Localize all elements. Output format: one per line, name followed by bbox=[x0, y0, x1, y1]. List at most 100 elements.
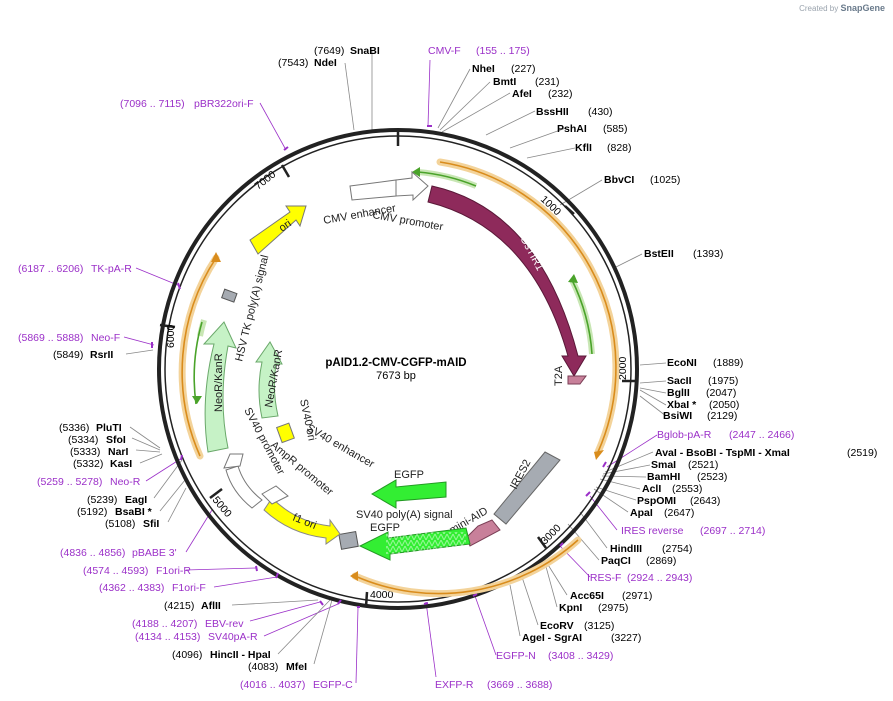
bglob-pa-r-primer-label[interactable]: Bglob-pA-R bbox=[657, 429, 712, 441]
ires-reverse-primer-range: (2697 .. 2714) bbox=[700, 525, 765, 537]
ebv-rev-primer-range: (4188 .. 4207) bbox=[132, 618, 197, 630]
econi-label[interactable]: EcoNI bbox=[667, 357, 697, 369]
nhei-label[interactable]: NheI bbox=[472, 63, 495, 75]
apai-label[interactable]: ApaI bbox=[630, 507, 653, 519]
mfei-label[interactable]: MfeI bbox=[286, 661, 307, 673]
bsshii-label[interactable]: BssHII bbox=[536, 106, 569, 118]
paqci-label[interactable]: PaqCI bbox=[601, 555, 631, 567]
cmv-enhancer-arrow[interactable] bbox=[349, 179, 397, 201]
bsteii-label[interactable]: BstEII bbox=[644, 248, 674, 260]
pluti-position: (5336) bbox=[59, 422, 89, 434]
exfp-r-primer-range: (3669 .. 3688) bbox=[487, 679, 552, 691]
tick-label-2000: 2000 bbox=[617, 356, 629, 380]
kasi-label[interactable]: KasI bbox=[110, 458, 132, 470]
credit-prefix: Created by bbox=[799, 4, 839, 13]
orange-arc-cds-bottom bbox=[354, 539, 579, 595]
green-arc-arrow-3 bbox=[192, 396, 202, 404]
hincii-hpai-label[interactable]: HincII - HpaI bbox=[210, 649, 271, 661]
afei-label[interactable]: AfeI bbox=[512, 88, 532, 100]
ecorv-label[interactable]: EcoRV bbox=[540, 620, 574, 632]
credit-brand: SnapGene bbox=[840, 3, 885, 13]
egfp-inner-arrow[interactable] bbox=[371, 479, 447, 509]
neo-r-primer-range: (5259 .. 5278) bbox=[37, 476, 102, 488]
t2a-arrow[interactable] bbox=[567, 375, 587, 385]
hincii-position: (4096) bbox=[172, 649, 202, 661]
nhei-position: (227) bbox=[511, 63, 536, 75]
avai-bsobi-tspmi-xmai-label[interactable]: AvaI - BsoBI - TspMI - XmaI bbox=[655, 447, 790, 459]
hindiii-label[interactable]: HindIII bbox=[610, 543, 642, 555]
smai-position: (2521) bbox=[688, 459, 718, 471]
hsv-tk-polya-box[interactable] bbox=[221, 288, 238, 303]
egfp-n-primer-label[interactable]: EGFP-N bbox=[496, 650, 536, 662]
tk-pa-r-primer-label[interactable]: TK-pA-R bbox=[91, 263, 132, 275]
bsiwi-position: (2129) bbox=[707, 410, 737, 422]
neokanr-inner-arrow[interactable] bbox=[255, 341, 283, 419]
exfp-r-primer-label[interactable]: EXFP-R bbox=[435, 679, 474, 691]
pbabe-3-primer-label[interactable]: pBABE 3' bbox=[132, 547, 177, 559]
cmvf-primer-label[interactable]: CMV-F bbox=[428, 45, 461, 57]
agei-sgrai-label[interactable]: AgeI - SgrAI bbox=[522, 632, 582, 644]
kpni-label[interactable]: KpnI bbox=[559, 602, 582, 614]
f1-ori-arrow[interactable] bbox=[263, 497, 341, 545]
aflii-label[interactable]: AflII bbox=[201, 600, 221, 612]
kfli-position: (828) bbox=[607, 142, 632, 154]
sfii-label[interactable]: SfiI bbox=[143, 518, 159, 530]
xbai-label[interactable]: XbaI * bbox=[667, 399, 697, 411]
restriction-site-labels: (7649) SnaBI (7543) NdeI CMV-F (155 .. 1… bbox=[18, 45, 877, 691]
cmv-promoter-arrow[interactable] bbox=[395, 170, 429, 202]
green-arc-1 bbox=[417, 171, 477, 187]
ori-arrow[interactable] bbox=[249, 205, 307, 255]
pshai-label[interactable]: PshAI bbox=[557, 123, 587, 135]
orange-arc-cds-left bbox=[181, 257, 217, 457]
bglii-label[interactable]: BglII bbox=[667, 387, 690, 399]
nari-position: (5333) bbox=[70, 446, 100, 458]
sv40-polya-box[interactable] bbox=[338, 530, 359, 550]
bmti-label[interactable]: BmtI bbox=[493, 76, 516, 88]
f1ori-f-primer-label[interactable]: F1ori-F bbox=[172, 582, 206, 594]
bamhi-position: (2523) bbox=[697, 471, 727, 483]
ires-reverse-primer-label[interactable]: IRES reverse bbox=[621, 525, 684, 537]
bsiwi-label[interactable]: BsiWI bbox=[663, 410, 692, 422]
sv40pa-r-primer-label[interactable]: SV40pA-R bbox=[208, 631, 258, 643]
ampr-promoter-arrow[interactable] bbox=[261, 485, 289, 505]
bsteii-position: (1393) bbox=[693, 248, 723, 260]
position-ticks bbox=[159, 131, 636, 608]
pbr322ori-f-primer-label[interactable]: pBR322ori-F bbox=[194, 98, 254, 110]
smai-label[interactable]: SmaI bbox=[651, 459, 676, 471]
tk-pa-r-primer-range: (6187 .. 6206) bbox=[18, 263, 83, 275]
snabi-label[interactable]: SnaBI bbox=[350, 45, 380, 57]
pspomi-label[interactable]: PspOMI bbox=[637, 495, 676, 507]
rsrii-label[interactable]: RsrII bbox=[90, 349, 113, 361]
ires-f-primer-label[interactable]: IRES-F bbox=[587, 572, 621, 584]
orange-arc-arrow-2 bbox=[350, 571, 358, 581]
ecorv-position: (3125) bbox=[584, 620, 614, 632]
backbone-outer-ring bbox=[157, 128, 639, 610]
ostir1-arrow[interactable] bbox=[427, 185, 587, 377]
ndei-label[interactable]: NdeI bbox=[314, 57, 337, 69]
kfli-label[interactable]: KflI bbox=[575, 142, 592, 154]
bglii-position: (2047) bbox=[706, 387, 736, 399]
egfp-c-primer-label[interactable]: EGFP-C bbox=[313, 679, 353, 691]
bamhi-label[interactable]: BamHI bbox=[647, 471, 680, 483]
neo-f-primer-label[interactable]: Neo-F bbox=[91, 332, 120, 344]
bbvci-label[interactable]: BbvCI bbox=[604, 174, 634, 186]
neo-r-primer-label[interactable]: Neo-R bbox=[110, 476, 141, 488]
ebv-rev-primer-label[interactable]: EBV-rev bbox=[205, 618, 244, 630]
acli-label[interactable]: AclI bbox=[642, 483, 661, 495]
nari-label[interactable]: NarI bbox=[108, 446, 129, 458]
sacii-label[interactable]: SacII bbox=[667, 375, 692, 387]
ires2-block[interactable] bbox=[493, 451, 561, 525]
sv40-promoter-arrow[interactable] bbox=[225, 465, 263, 509]
sv40-ori-box[interactable] bbox=[275, 422, 295, 444]
bsabi-label[interactable]: BsaBI * bbox=[115, 506, 153, 518]
sfoi-label[interactable]: SfoI bbox=[106, 434, 126, 446]
cmvf-primer-range: (155 .. 175) bbox=[476, 45, 530, 57]
sacii-position: (1975) bbox=[708, 375, 738, 387]
f1ori-r-primer-label[interactable]: F1ori-R bbox=[156, 565, 191, 577]
pbabe-3-primer-range: (4836 .. 4856) bbox=[60, 547, 125, 559]
sv40-enhancer-label: SV40 enhancer bbox=[305, 422, 377, 470]
pluti-label[interactable]: PluTI bbox=[96, 422, 122, 434]
acc65i-label[interactable]: Acc65I bbox=[570, 590, 604, 602]
eagi-label[interactable]: EagI bbox=[125, 494, 147, 506]
neokanr-outer-arrow[interactable] bbox=[202, 321, 237, 453]
